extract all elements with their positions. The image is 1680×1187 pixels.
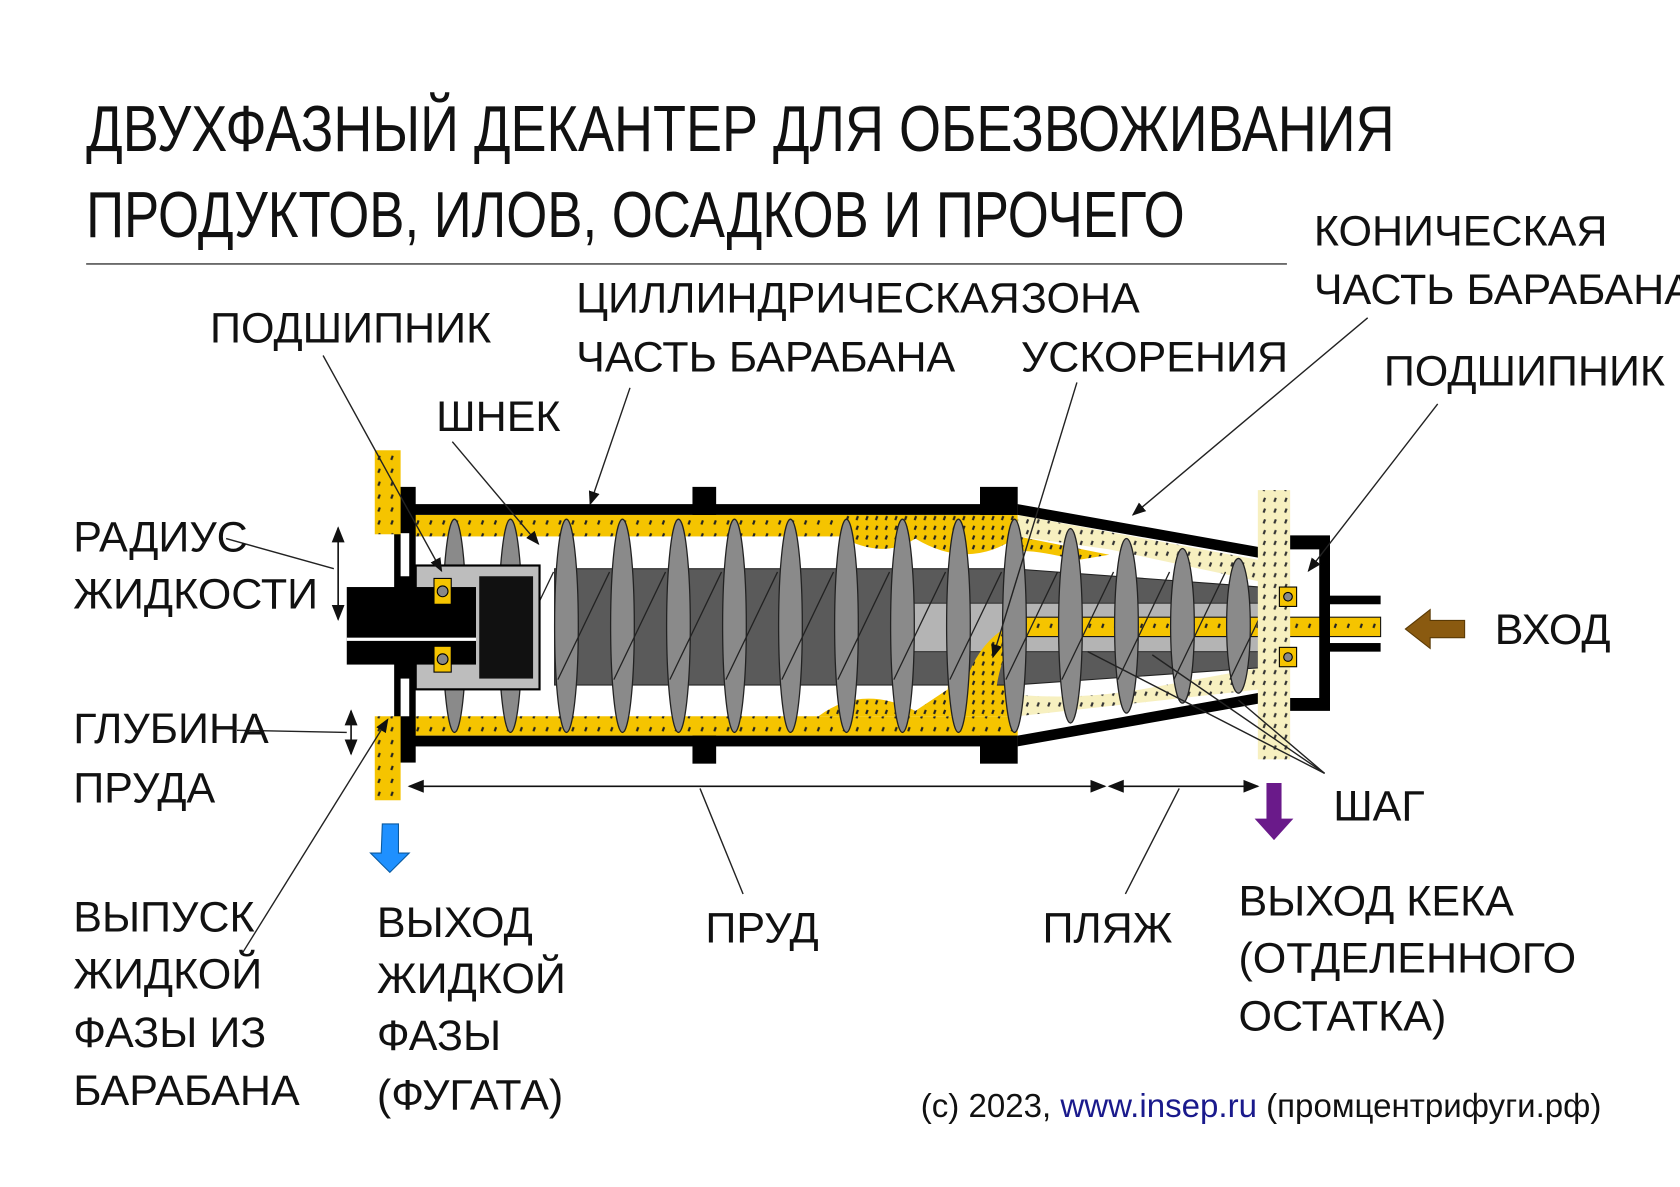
title-line-2: ПРОДУКТОВ, ИЛОВ, ОСАДКОВ И ПРОЧЕГО xyxy=(86,179,1184,251)
cone-wall-bottom xyxy=(1017,692,1260,747)
screw-flight xyxy=(1225,557,1251,694)
flight-helix-line xyxy=(837,571,891,680)
copyright: (c) 2023, www.insep.ru (промцентрифуги.р… xyxy=(921,1088,1602,1125)
flight-helix-line xyxy=(893,571,947,680)
screw-flight xyxy=(945,518,971,734)
screw-flight xyxy=(1113,537,1139,714)
left-flange-top xyxy=(374,450,401,535)
label-pond-depth-2: ПРУДА xyxy=(73,764,215,812)
liquid-outlet-arrow-icon xyxy=(369,823,411,874)
label-liquid-radius-1: РАДИУС xyxy=(73,514,248,562)
label-liquid-radius-2: ЖИДКОСТИ xyxy=(73,571,318,619)
screw-flight xyxy=(777,518,803,734)
label-accel-zone-1: ЗОНА xyxy=(1021,274,1140,322)
label-cake-outlet-2: (ОТДЕЛЕННОГО xyxy=(1238,935,1576,983)
label-conical-2: ЧАСТЬ БАРАБАНА xyxy=(1314,266,1680,314)
label-pond-depth-1: ГЛУБИНА xyxy=(73,705,269,753)
label-pond: ПРУД xyxy=(705,904,818,952)
screw-flight xyxy=(1057,527,1083,724)
label-cake-outlet-3: ОСТАТКА) xyxy=(1238,993,1446,1041)
label-cake-outlet-1: ВЫХОД КЕКА xyxy=(1238,878,1514,926)
flight-helix-line xyxy=(1061,571,1115,680)
flight-helix-line xyxy=(613,571,667,680)
copyright-text: (c) 2023, xyxy=(921,1088,1061,1125)
label-bearing-left: ПОДШИПНИК xyxy=(210,305,491,353)
inlet-arrow-icon xyxy=(1404,608,1466,650)
label-accel-zone-2: УСКОРЕНИЯ xyxy=(1021,334,1288,382)
label-liquid-discharge-2: ЖИДКОЙ xyxy=(73,950,262,999)
label-liquid-discharge-3: ФАЗЫ ИЗ xyxy=(73,1009,266,1057)
site-link[interactable]: www.insep.ru xyxy=(1059,1088,1257,1125)
flight-helix-line xyxy=(1173,571,1227,680)
label-inlet: ВХОД xyxy=(1495,606,1611,654)
label-screw: ШНЕК xyxy=(436,393,560,441)
label-liquid-outlet-1: ВЫХОД xyxy=(377,899,533,947)
leader-lines xyxy=(225,317,1439,954)
right-bearing-housing xyxy=(1290,535,1330,711)
flight-helix-line xyxy=(669,571,723,680)
cone-wall-top xyxy=(1017,504,1260,558)
label-bearing-right: ПОДШИПНИК xyxy=(1384,348,1665,396)
screw-flight xyxy=(665,518,691,734)
screw-flight xyxy=(553,518,579,734)
flight-helix-line xyxy=(1117,571,1171,680)
screw-flight xyxy=(721,518,747,734)
left-shaft xyxy=(346,587,476,665)
flight-helix-line xyxy=(949,571,1003,680)
screw-flight xyxy=(1169,547,1195,704)
label-liquid-outlet-2: ЖИДКОЙ xyxy=(377,954,566,1003)
label-liquid-discharge-1: ВЫПУСК xyxy=(73,894,254,942)
label-liquid-outlet-4: (ФУГАТА) xyxy=(377,1071,563,1119)
label-cylindrical-1: ЦИЛЛИНДРИЧЕСКАЯ xyxy=(576,274,1020,322)
screw-flight xyxy=(889,518,915,734)
flight-helix-line xyxy=(1005,571,1059,680)
decanter-machine xyxy=(346,450,1382,801)
screw-flight xyxy=(1001,518,1027,734)
labels: КОНИЧЕСКАЯ ЧАСТЬ БАРАБАНА ПОДШИПНИК ЦИЛЛ… xyxy=(73,208,1680,1120)
label-cylindrical-2: ЧАСТЬ БАРАБАНА xyxy=(576,334,955,382)
flight-helix-line xyxy=(781,571,835,680)
label-beach: ПЛЯЖ xyxy=(1042,904,1172,952)
label-liquid-discharge-4: БАРАБАНА xyxy=(73,1067,300,1115)
title-line-1: ДВУХФАЗНЫЙ ДЕКАНТЕР ДЛЯ ОБЕЗВОЖИВАНИЯ xyxy=(86,92,1394,165)
left-flange-bottom xyxy=(374,716,401,801)
flight-helix-line xyxy=(725,571,779,680)
screw-flight xyxy=(833,518,859,734)
flight-helix-line xyxy=(557,571,611,680)
label-pitch: ШАГ xyxy=(1333,783,1425,831)
label-liquid-outlet-3: ФАЗЫ xyxy=(377,1012,501,1060)
label-conical-1: КОНИЧЕСКАЯ xyxy=(1314,208,1608,256)
screw-flight xyxy=(609,518,635,734)
right-flange xyxy=(1257,490,1291,760)
alt-site-text: (промцентрифуги.рф) xyxy=(1257,1088,1601,1125)
cake-outlet-arrow-icon xyxy=(1254,783,1294,841)
